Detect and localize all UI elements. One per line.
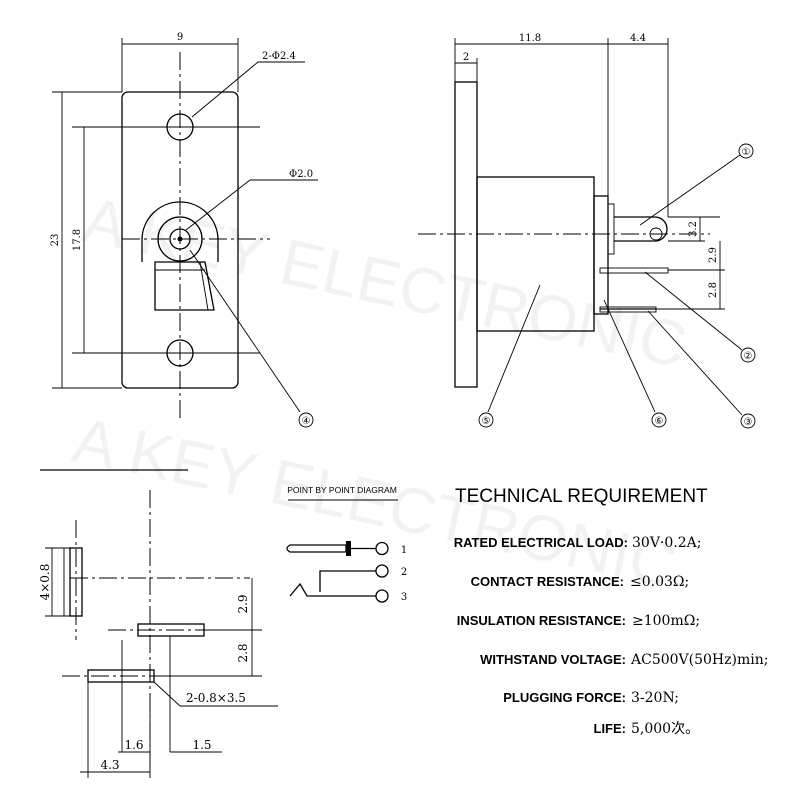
callout-1: ① (742, 147, 751, 158)
schematic-pin-3: 3 (401, 592, 407, 603)
schematic-plug (286, 544, 347, 553)
pcb-dim-2-8: 2.8 (236, 643, 250, 662)
callout-6: ⑥ (655, 416, 664, 427)
tech-value-life: 5,000次。 (631, 721, 699, 737)
tech-value-insulation-resistance: ≥100mΩ; (632, 613, 700, 629)
side-back-plate (593, 195, 609, 315)
callout-2: ② (744, 351, 753, 362)
watermark-top: A KEY ELECTRONIC (77, 183, 693, 381)
side-dim-2-9: 2.9 (708, 247, 719, 263)
front-width-dim: 9 (177, 32, 183, 43)
pcb-footprint-view: 4×0.8 2.9 2.8 2-0.8×3.5 1.6 1.5 4.3 (38, 469, 278, 778)
schematic-terminal-2 (375, 564, 389, 578)
pcb-slot-callout: 2-0.8×3.5 (186, 691, 246, 705)
terminal-2 (599, 267, 669, 274)
callout-5: ⑤ (482, 416, 491, 427)
callout-3: ③ (744, 417, 753, 428)
pcb-dim-1-6: 1.6 (124, 738, 143, 752)
tech-label-plugging-force: PLUGGING FORCE: (503, 690, 626, 705)
front-height-dim: 23 (50, 234, 61, 247)
tech-label-rated-load: RATED ELECTRICAL LOAD: (454, 535, 628, 550)
schematic-diagram: POINT BY POINT DIAGRAM 1 2 3 (286, 485, 407, 603)
side-view: 11.8 4.4 2 3.2 2.9 2.8 ① ② ③ ⑤ ⑥ (418, 33, 756, 429)
callout-4: ④ (302, 416, 311, 427)
pcb-dim-1-5: 1.5 (192, 738, 211, 752)
schematic-pin-1: 1 (401, 545, 407, 556)
schematic-title: POINT BY POINT DIAGRAM (287, 485, 397, 495)
tech-label-withstand-voltage: WITHSTAND VOLTAGE: (480, 652, 626, 667)
terminal-1 (614, 216, 668, 242)
schematic-terminal-1 (375, 541, 389, 556)
tech-value-rated-load: 30V·0.2A; (632, 535, 701, 551)
plug-slot (154, 261, 215, 311)
hole-callout: 2-Φ2.4 (262, 51, 296, 62)
tech-label-life: LIFE: (594, 721, 627, 736)
side-flange-dim: 2 (463, 52, 469, 63)
tech-value-withstand-voltage: AC500V(50Hz)min; (630, 652, 768, 668)
schematic-terminal-3 (375, 589, 389, 603)
schematic-pin-2: 2 (401, 567, 407, 578)
side-dim-2-8: 2.8 (708, 282, 719, 298)
side-dim-3-2: 3.2 (688, 221, 699, 237)
tech-label-insulation-resistance: INSULATION RESISTANCE: (457, 613, 626, 628)
pcb-dim-4-3: 4.3 (100, 758, 119, 772)
hole-spacing-dim: 17.8 (72, 229, 83, 251)
front-view: 9 2-Φ2.4 Φ2.0 23 17.8 ④ (50, 32, 318, 428)
side-length-dim: 11.8 (519, 33, 541, 44)
pin-callout: Φ2.0 (289, 169, 313, 180)
center-pin (169, 228, 191, 250)
jack-inner-ring (157, 216, 203, 262)
tech-value-plugging-force: 3-20N; (631, 690, 679, 706)
pcb-dim-2-9: 2.9 (236, 594, 250, 613)
jack-opening (141, 201, 219, 262)
tech-label-contact-resistance: CONTACT RESISTANCE: (471, 574, 624, 589)
side-pin-length-dim: 4.4 (630, 33, 646, 44)
technical-requirements: TECHNICAL REQUIREMENT RATED ELECTRICAL L… (454, 486, 769, 737)
tech-value-contact-resistance: ≤0.03Ω; (630, 574, 689, 590)
pcb-dim-4x0-8: 4×0.8 (38, 564, 52, 601)
tech-title: TECHNICAL REQUIREMENT (455, 486, 708, 507)
